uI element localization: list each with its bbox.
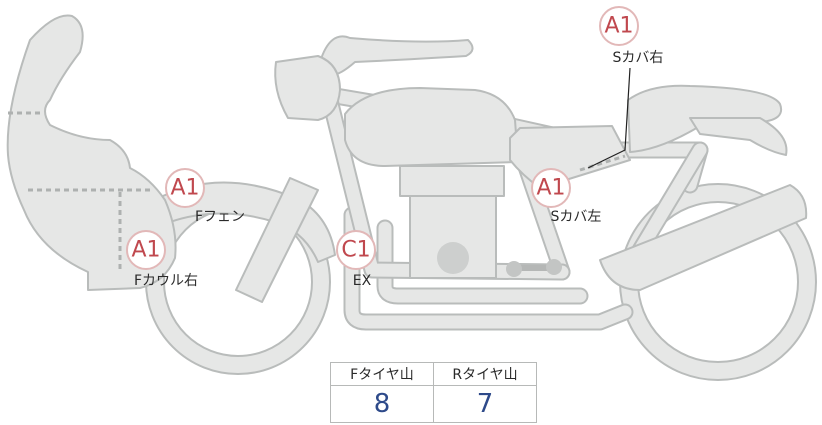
engine <box>399 165 505 279</box>
handlebar <box>319 35 474 76</box>
rear-tire-value: 7 <box>433 385 537 423</box>
badge-label: Fカウル右 <box>134 273 198 289</box>
footpeg <box>506 259 562 277</box>
badge-grade: A1 <box>170 176 199 201</box>
badge-s-cover-right[interactable]: A1 Sカバ右 <box>599 6 664 66</box>
front-tire-header: Fタイヤ山 <box>330 362 434 386</box>
front-tire-value: 8 <box>330 385 434 423</box>
badge-label: Fフェン <box>195 209 245 225</box>
side-cover-line <box>579 154 626 172</box>
badge-exhaust[interactable]: C1 EX <box>336 230 376 289</box>
badge-grade: A1 <box>536 176 565 201</box>
badge-label: Sカバ左 <box>551 209 602 225</box>
fuel-tank <box>344 87 519 167</box>
badge-grade: A1 <box>131 238 160 263</box>
badge-label: EX <box>353 273 372 289</box>
badge-grade: A1 <box>604 14 633 39</box>
badge-grade: C1 <box>341 238 370 263</box>
tire-tread-table: Fタイヤ山 Rタイヤ山 8 7 <box>330 362 537 423</box>
s-cover-right-leader <box>587 67 631 169</box>
tail-cowl <box>689 117 788 156</box>
headlight <box>274 55 341 121</box>
front-cowl <box>6 14 177 291</box>
badge-label: Sカバ右 <box>613 50 664 66</box>
badge-f-cowl-right[interactable]: A1 Fカウル右 <box>126 230 198 289</box>
side-cover <box>509 125 631 189</box>
badge-s-cover-left[interactable]: A1 Sカバ左 <box>531 168 602 225</box>
exhaust-pipes <box>343 206 634 331</box>
rear-tire-header: Rタイヤ山 <box>433 362 537 386</box>
badge-f-fender[interactable]: A1 Fフェン <box>165 168 245 225</box>
front-fork <box>235 177 319 303</box>
swing-arm <box>599 184 808 291</box>
